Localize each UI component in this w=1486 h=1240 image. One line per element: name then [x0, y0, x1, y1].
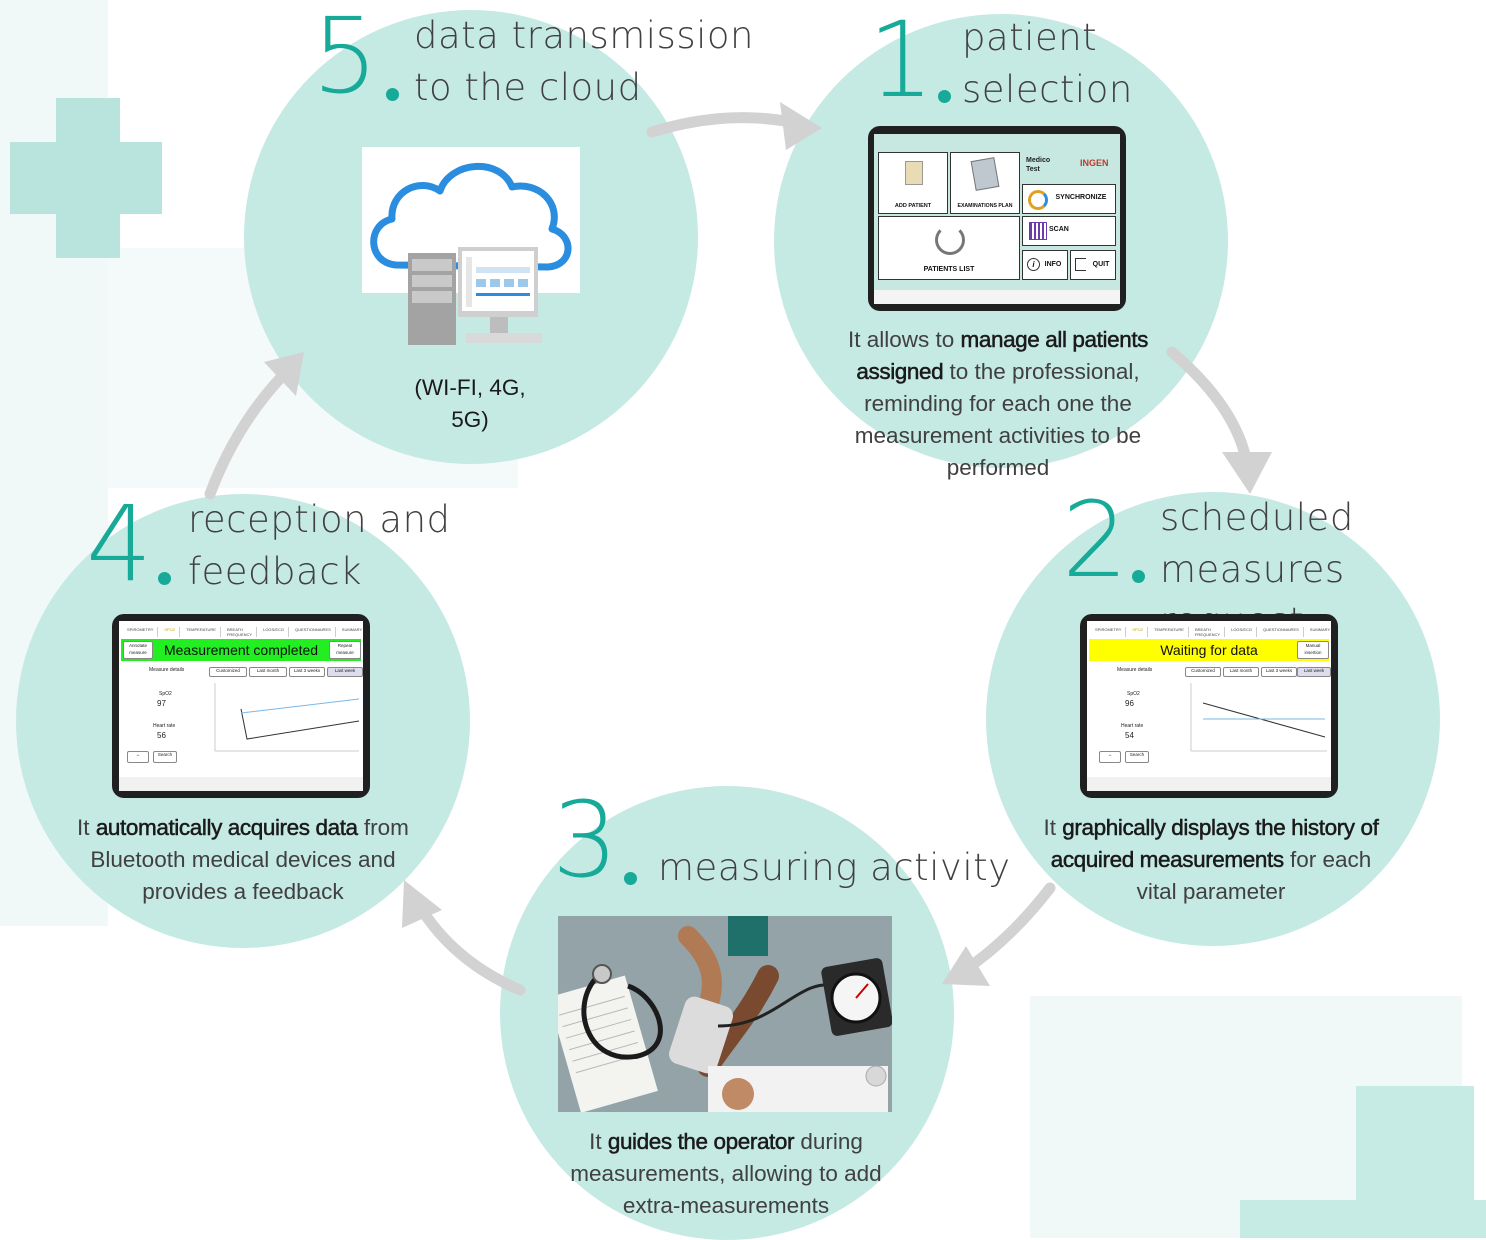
info-icon: i [1027, 258, 1040, 271]
plus-shape-left-horizontal [10, 142, 162, 214]
manual-insertion-button[interactable]: Manual insertion [1297, 641, 1329, 659]
qr-code-icon [1029, 222, 1047, 240]
step-title-line2: to the cloud [414, 66, 642, 109]
clipboard-icon [970, 157, 1000, 191]
server-tower-icon [408, 253, 456, 345]
heart-rate-label: Heart rate [1121, 723, 1144, 729]
heart-rate-value: 54 [1125, 731, 1134, 740]
add-patient-button[interactable]: ADD PATIENT [878, 152, 948, 214]
step-number-dot [1132, 570, 1145, 583]
filter-last-month[interactable]: Last month [1223, 667, 1259, 677]
synchronize-button[interactable]: SYNCHRONIZE [1022, 184, 1116, 214]
sync-icon [1028, 190, 1048, 210]
step-number: 1 [868, 0, 935, 121]
blood-pressure-photo [558, 916, 892, 1112]
filter-last-week[interactable]: Last week [327, 667, 363, 677]
annotate-measure-button[interactable]: Annotate measure [123, 641, 153, 659]
filter-last-week[interactable]: Last week [1297, 667, 1331, 677]
measure-details-title: Measure details [149, 667, 185, 673]
stethoscope-icon [935, 225, 965, 255]
filter-customized[interactable]: Customized [209, 667, 247, 677]
back-button[interactable]: ↔ [127, 751, 149, 763]
step-caption: (WI-FI, 4G, 5G) [414, 375, 526, 432]
spo2-value: 97 [157, 699, 166, 708]
document-icon [905, 161, 923, 185]
arrow-head-5 [264, 352, 304, 396]
step-title-line1: data transmission [414, 14, 754, 57]
step-title-line1: scheduled [1160, 496, 1354, 539]
arrow-4-to-5 [204, 362, 296, 500]
step-description: It guides the operator during measuremen… [570, 1129, 882, 1218]
step-number-dot [158, 572, 171, 585]
plus-shape-right-horizontal [1240, 1200, 1486, 1238]
monitor-icon [458, 247, 542, 343]
back-button[interactable]: ↔ [1099, 751, 1121, 763]
status-banner: Waiting for data [1089, 639, 1329, 661]
arrow-head-4 [402, 880, 442, 928]
step-title-line1: reception and [188, 498, 451, 541]
step-title-line1: patient [962, 16, 1098, 59]
app-name: Medico Test [1026, 157, 1051, 173]
history-chart [1190, 683, 1327, 752]
step-number-dot [938, 90, 951, 103]
cloud-icon [370, 162, 572, 271]
heart-rate-value: 56 [157, 731, 166, 740]
arrow-5-to-1 [646, 112, 806, 138]
step-number: 2 [1062, 479, 1129, 601]
step-title-line2: feedback [188, 550, 362, 593]
arm-forearm [678, 926, 722, 1016]
step-description: It allows to manage all patients assigne… [847, 327, 1149, 480]
arrow-head-2 [1222, 452, 1272, 494]
step-description: It graphically displays the history of a… [1043, 815, 1380, 904]
sleeve-dark [728, 916, 768, 956]
info-button[interactable]: i INFO [1022, 250, 1068, 280]
filter-last-3-weeks[interactable]: Last 3 weeks [289, 667, 325, 677]
step-title-line2: selection [962, 68, 1133, 111]
status-banner: Measurement completed [121, 639, 361, 661]
arrow-head-1 [780, 102, 822, 150]
stethoscope-tube [581, 974, 663, 1060]
pressure-cuff [669, 996, 733, 1074]
spo2-value: 96 [1125, 699, 1134, 708]
android-nav-bar [119, 777, 363, 791]
step-title-line1: measuring activity [658, 846, 1011, 889]
quit-button[interactable]: QUIT [1070, 250, 1116, 280]
step-number: 4 [86, 483, 153, 605]
tablet-home-screen: ADD PATIENT EXAMINATIONS PLAN Medico Tes… [868, 126, 1126, 311]
tablet-screen: ADD PATIENT EXAMINATIONS PLAN Medico Tes… [874, 134, 1120, 304]
heart-rate-label: Heart rate [153, 723, 176, 729]
cloud-server-illustration [362, 147, 580, 345]
logout-icon [1075, 258, 1086, 271]
spo2-label: SpO2 [159, 691, 172, 697]
android-nav-bar [874, 290, 1120, 304]
filter-last-month[interactable]: Last month [249, 667, 287, 677]
spo2-label: SpO2 [1127, 691, 1140, 697]
patients-list-button[interactable]: PATIENTS LIST [878, 216, 1020, 280]
scan-button[interactable]: SCAN [1022, 216, 1116, 246]
search-button[interactable]: Search [1125, 751, 1149, 763]
step-description: It automatically acquires data from Blue… [77, 815, 409, 904]
repeat-measure-button[interactable]: Repeat measure [329, 641, 361, 659]
history-chart [214, 683, 360, 752]
arrow-head-3 [942, 946, 990, 986]
filter-last-3-weeks[interactable]: Last 3 weeks [1261, 667, 1297, 677]
step-number-dot [386, 88, 399, 101]
android-nav-bar [1087, 777, 1331, 791]
search-button[interactable]: Search [153, 751, 177, 763]
filter-customized[interactable]: Customized [1185, 667, 1221, 677]
step-number: 5 [312, 0, 379, 117]
step-number: 3 [552, 779, 619, 901]
step-number-dot [624, 872, 637, 885]
ingen-logo: INGEN [1080, 158, 1109, 168]
examinations-plan-button[interactable]: EXAMINATIONS PLAN [950, 152, 1020, 214]
measure-details-title: Measure details [1117, 667, 1153, 673]
